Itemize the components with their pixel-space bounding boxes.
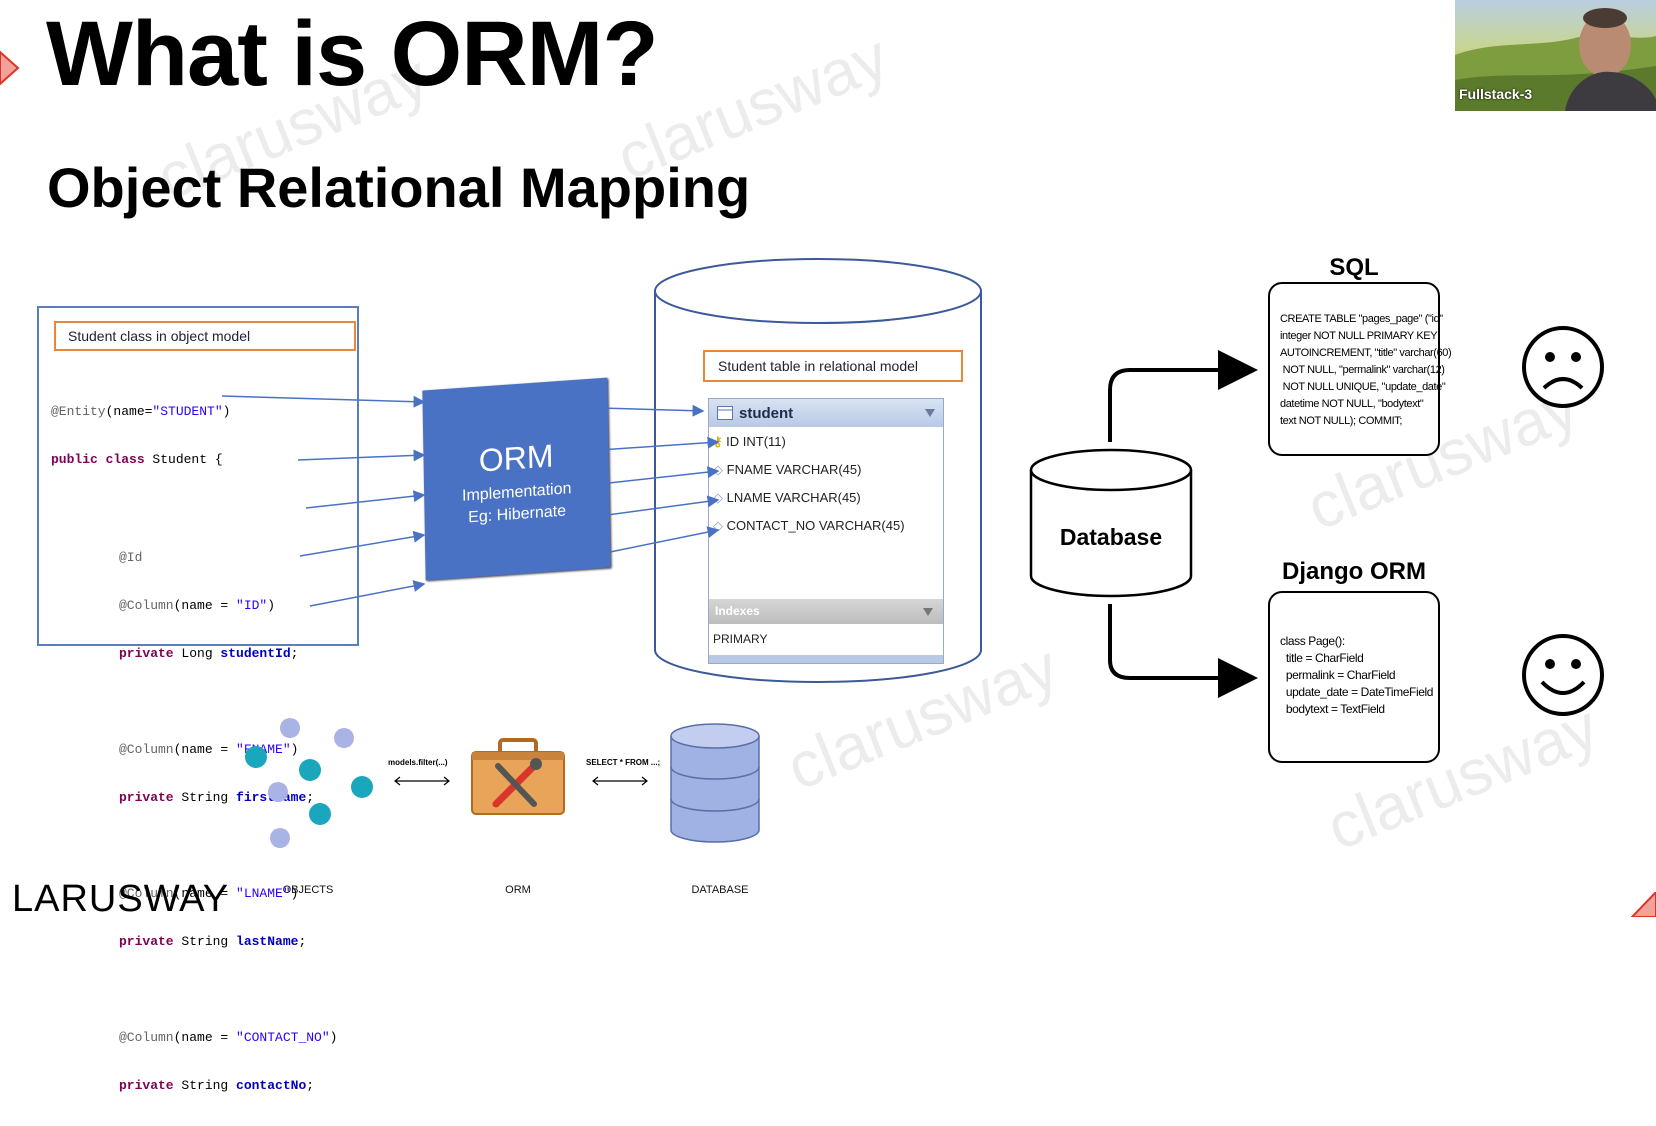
toolbox-icon bbox=[471, 738, 565, 815]
column-icon: ◇ bbox=[713, 518, 723, 533]
double-arrow-icon bbox=[592, 776, 648, 786]
database-stack-icon bbox=[670, 723, 760, 843]
collapse-icon[interactable] bbox=[925, 409, 935, 417]
code-line: private String contactNo; bbox=[119, 1078, 315, 1093]
participant-video-tile[interactable]: Fullstack-3 bbox=[1455, 0, 1656, 111]
participant-name: Fullstack-3 bbox=[1459, 86, 1533, 102]
student-table: student ⚷ ID INT(11) ◇ FNAME VARCHAR(45)… bbox=[708, 398, 944, 664]
index-value: PRIMARY bbox=[713, 632, 768, 646]
brand-logo: LARUSWAY bbox=[12, 878, 230, 920]
code-line: private Long studentId; bbox=[119, 646, 299, 661]
indexes-header: Indexes bbox=[709, 599, 943, 624]
sql-title: SQL bbox=[1329, 254, 1379, 281]
django-orm-title: Django ORM bbox=[1282, 558, 1426, 585]
arrow2-label: SELECT * FROM ...; bbox=[586, 758, 661, 767]
sql-box: CREATE TABLE "pages_page" ("id" integer … bbox=[1268, 282, 1452, 456]
table-icon bbox=[717, 406, 733, 420]
double-arrow-icon bbox=[394, 776, 450, 786]
table-column: ◇ CONTACT_NO VARCHAR(45) bbox=[713, 518, 905, 533]
django-code: class Page(): title = CharField permalin… bbox=[1280, 634, 1434, 716]
code-line: @Id bbox=[119, 550, 143, 565]
page-subtitle: Object Relational Mapping bbox=[47, 156, 751, 219]
objects-label: OBJECTS bbox=[282, 884, 334, 896]
code-line: @Column(name = "CONTACT_NO") bbox=[119, 1030, 338, 1045]
objects-dots-icon bbox=[245, 718, 373, 848]
mapping-arrows bbox=[221, 350, 1258, 698]
relational-model-label: Student table in relational model bbox=[703, 350, 963, 382]
happy-face-icon bbox=[1522, 634, 1604, 716]
django-orm-box: class Page(): title = CharField permalin… bbox=[1268, 591, 1440, 763]
participant-video-frame bbox=[1455, 8, 1656, 111]
table-header: student bbox=[709, 399, 943, 427]
collapse-icon[interactable] bbox=[923, 608, 933, 616]
code-line: @Column(name = "ID") bbox=[119, 598, 276, 613]
arrow1-label: models.filter(...) bbox=[388, 758, 448, 767]
sad-face-icon bbox=[1522, 326, 1604, 408]
database-label: Database bbox=[1059, 524, 1163, 550]
slide-marker-icon bbox=[0, 50, 20, 86]
code-line: private String lastName; bbox=[119, 934, 307, 949]
table-name: student bbox=[739, 405, 794, 422]
orm-label: ORM bbox=[505, 884, 531, 896]
page-title: What is ORM? bbox=[46, 3, 659, 105]
code-line: public class Student { bbox=[51, 452, 223, 467]
code-line: @Column(name = "LNAME") bbox=[119, 886, 299, 901]
sql-code: CREATE TABLE "pages_page" ("id" integer … bbox=[1280, 313, 1452, 427]
object-model-label: Student class in object model bbox=[54, 321, 356, 351]
code-line: @Entity(name="STUDENT") bbox=[51, 404, 231, 419]
corner-marker-icon bbox=[1630, 892, 1656, 917]
database-bottom-label: DATABASE bbox=[691, 884, 749, 896]
database-cylinder bbox=[1029, 448, 1193, 598]
